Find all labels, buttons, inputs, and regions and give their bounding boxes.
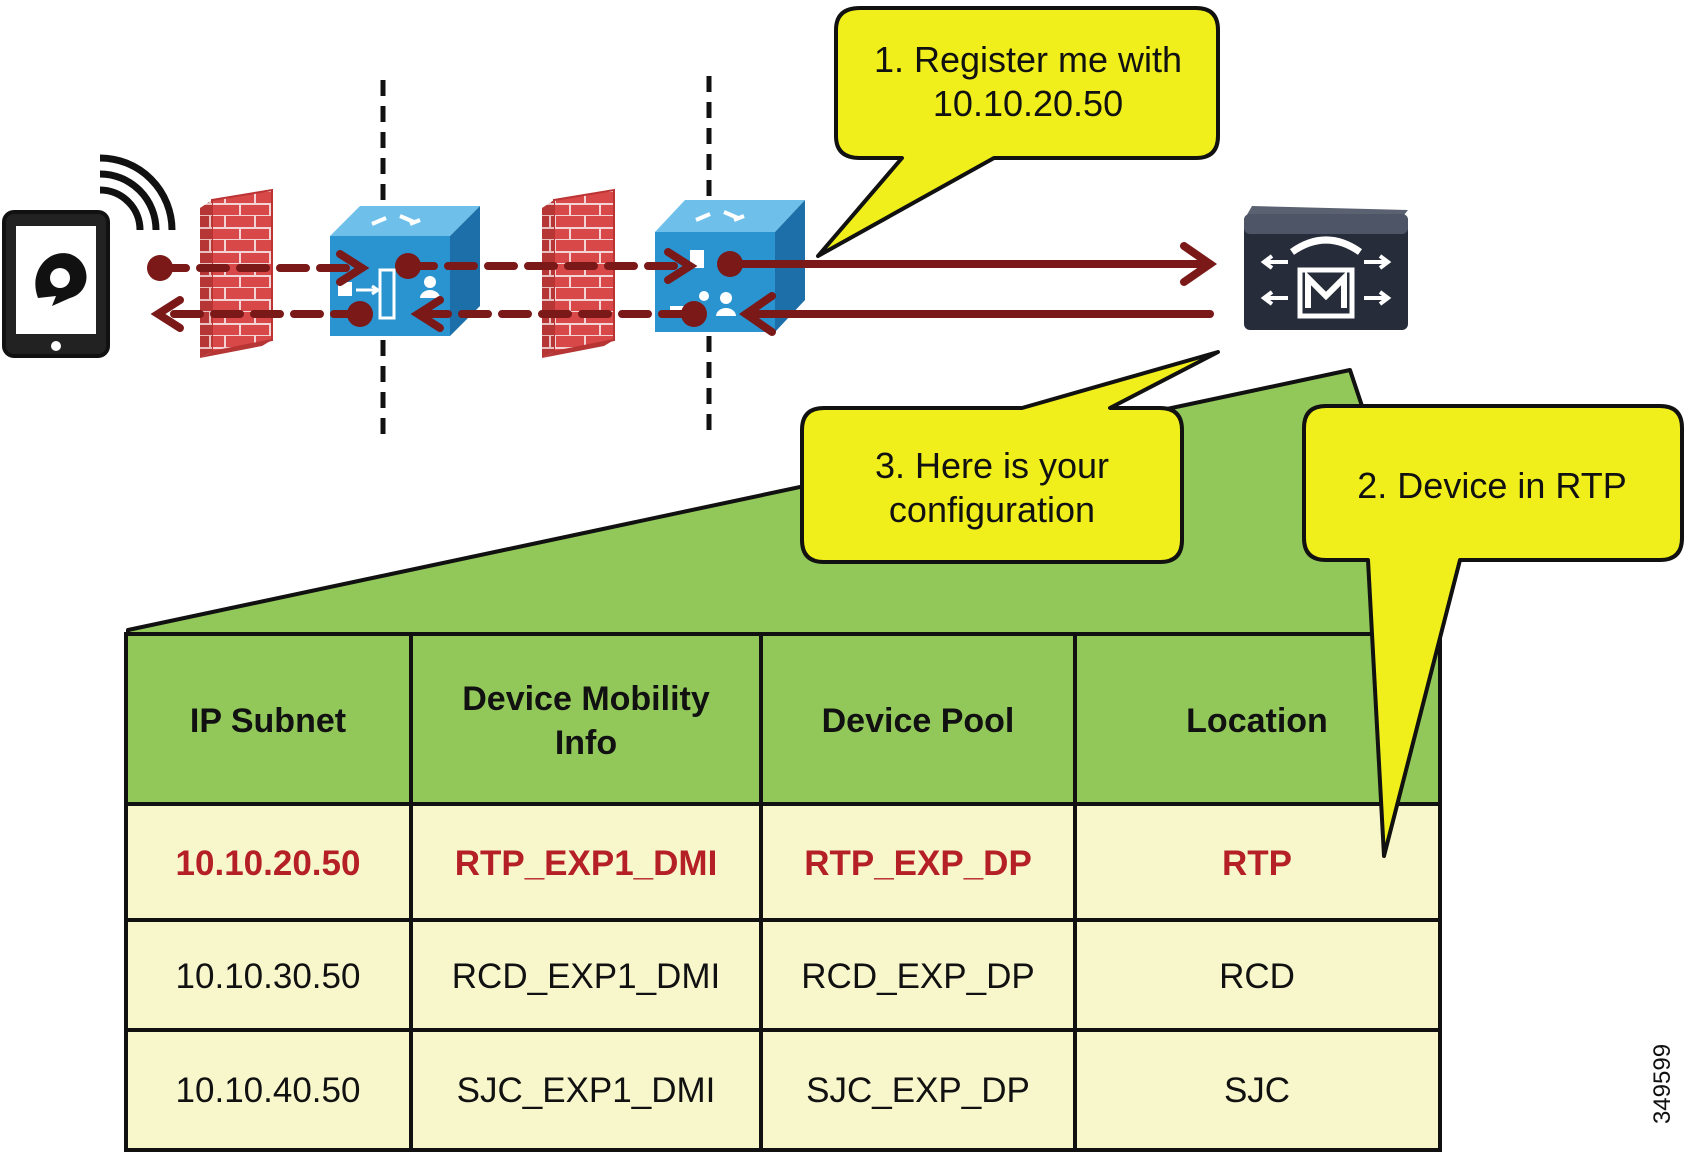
table-grid bbox=[124, 632, 1442, 1152]
cell-pool-highlighted: RTP_EXP_DP bbox=[804, 844, 1032, 883]
unified-cm-server-icon bbox=[1244, 206, 1408, 330]
callout-register-line2: 10.10.20.50 bbox=[933, 83, 1123, 124]
endpoint-dots bbox=[147, 251, 743, 327]
cell-dmi-highlighted: RTP_EXP1_DMI bbox=[455, 844, 718, 883]
figure-id: 349599 bbox=[1649, 1044, 1676, 1124]
cell-pool: RCD_EXP_DP bbox=[801, 957, 1034, 996]
table-row bbox=[126, 1030, 1440, 1150]
callout-configuration-line2: configuration bbox=[889, 489, 1095, 530]
mobile-jabber-tablet-icon bbox=[2, 154, 176, 358]
callout-configuration-line1: 3. Here is your bbox=[875, 445, 1109, 486]
mobility-table: IP Subnet Device Mobility Info Device Po… bbox=[124, 632, 1442, 1152]
header-device-pool: Device Pool bbox=[822, 702, 1015, 740]
callout-device-in-text: 2. Device in RTP bbox=[1357, 465, 1626, 506]
signaling-arrows bbox=[150, 242, 1218, 336]
callout-register: 1. Register me with 10.10.20.50 bbox=[816, 6, 1220, 258]
header-device-mobility-line2: Info bbox=[555, 724, 617, 762]
header-ip-subnet: IP Subnet bbox=[190, 702, 346, 740]
cell-subnet: 10.10.30.50 bbox=[176, 957, 361, 996]
table-row bbox=[126, 804, 1440, 920]
header-location: Location bbox=[1186, 702, 1328, 740]
header-device-mobility-line1: Device Mobility bbox=[462, 680, 710, 718]
callout-device-in: 2. Device in RTP bbox=[1302, 404, 1684, 858]
cell-location: RCD bbox=[1219, 957, 1295, 996]
cell-dmi: SJC_EXP1_DMI bbox=[457, 1071, 716, 1110]
firewall-icon bbox=[200, 188, 273, 358]
table-header-row bbox=[126, 634, 1440, 804]
cell-pool: SJC_EXP_DP bbox=[806, 1071, 1030, 1110]
cell-subnet: 10.10.40.50 bbox=[176, 1071, 361, 1110]
callout-register-line1: 1. Register me with bbox=[874, 39, 1182, 80]
callout-configuration: 3. Here is your configuration bbox=[800, 350, 1220, 564]
cell-subnet-highlighted: 10.10.20.50 bbox=[176, 844, 361, 883]
cell-location: SJC bbox=[1224, 1071, 1290, 1110]
table-row bbox=[126, 920, 1440, 1030]
cell-location-highlighted: RTP bbox=[1222, 844, 1292, 883]
firewall-icon bbox=[542, 188, 615, 358]
cell-dmi: RCD_EXP1_DMI bbox=[452, 957, 720, 996]
